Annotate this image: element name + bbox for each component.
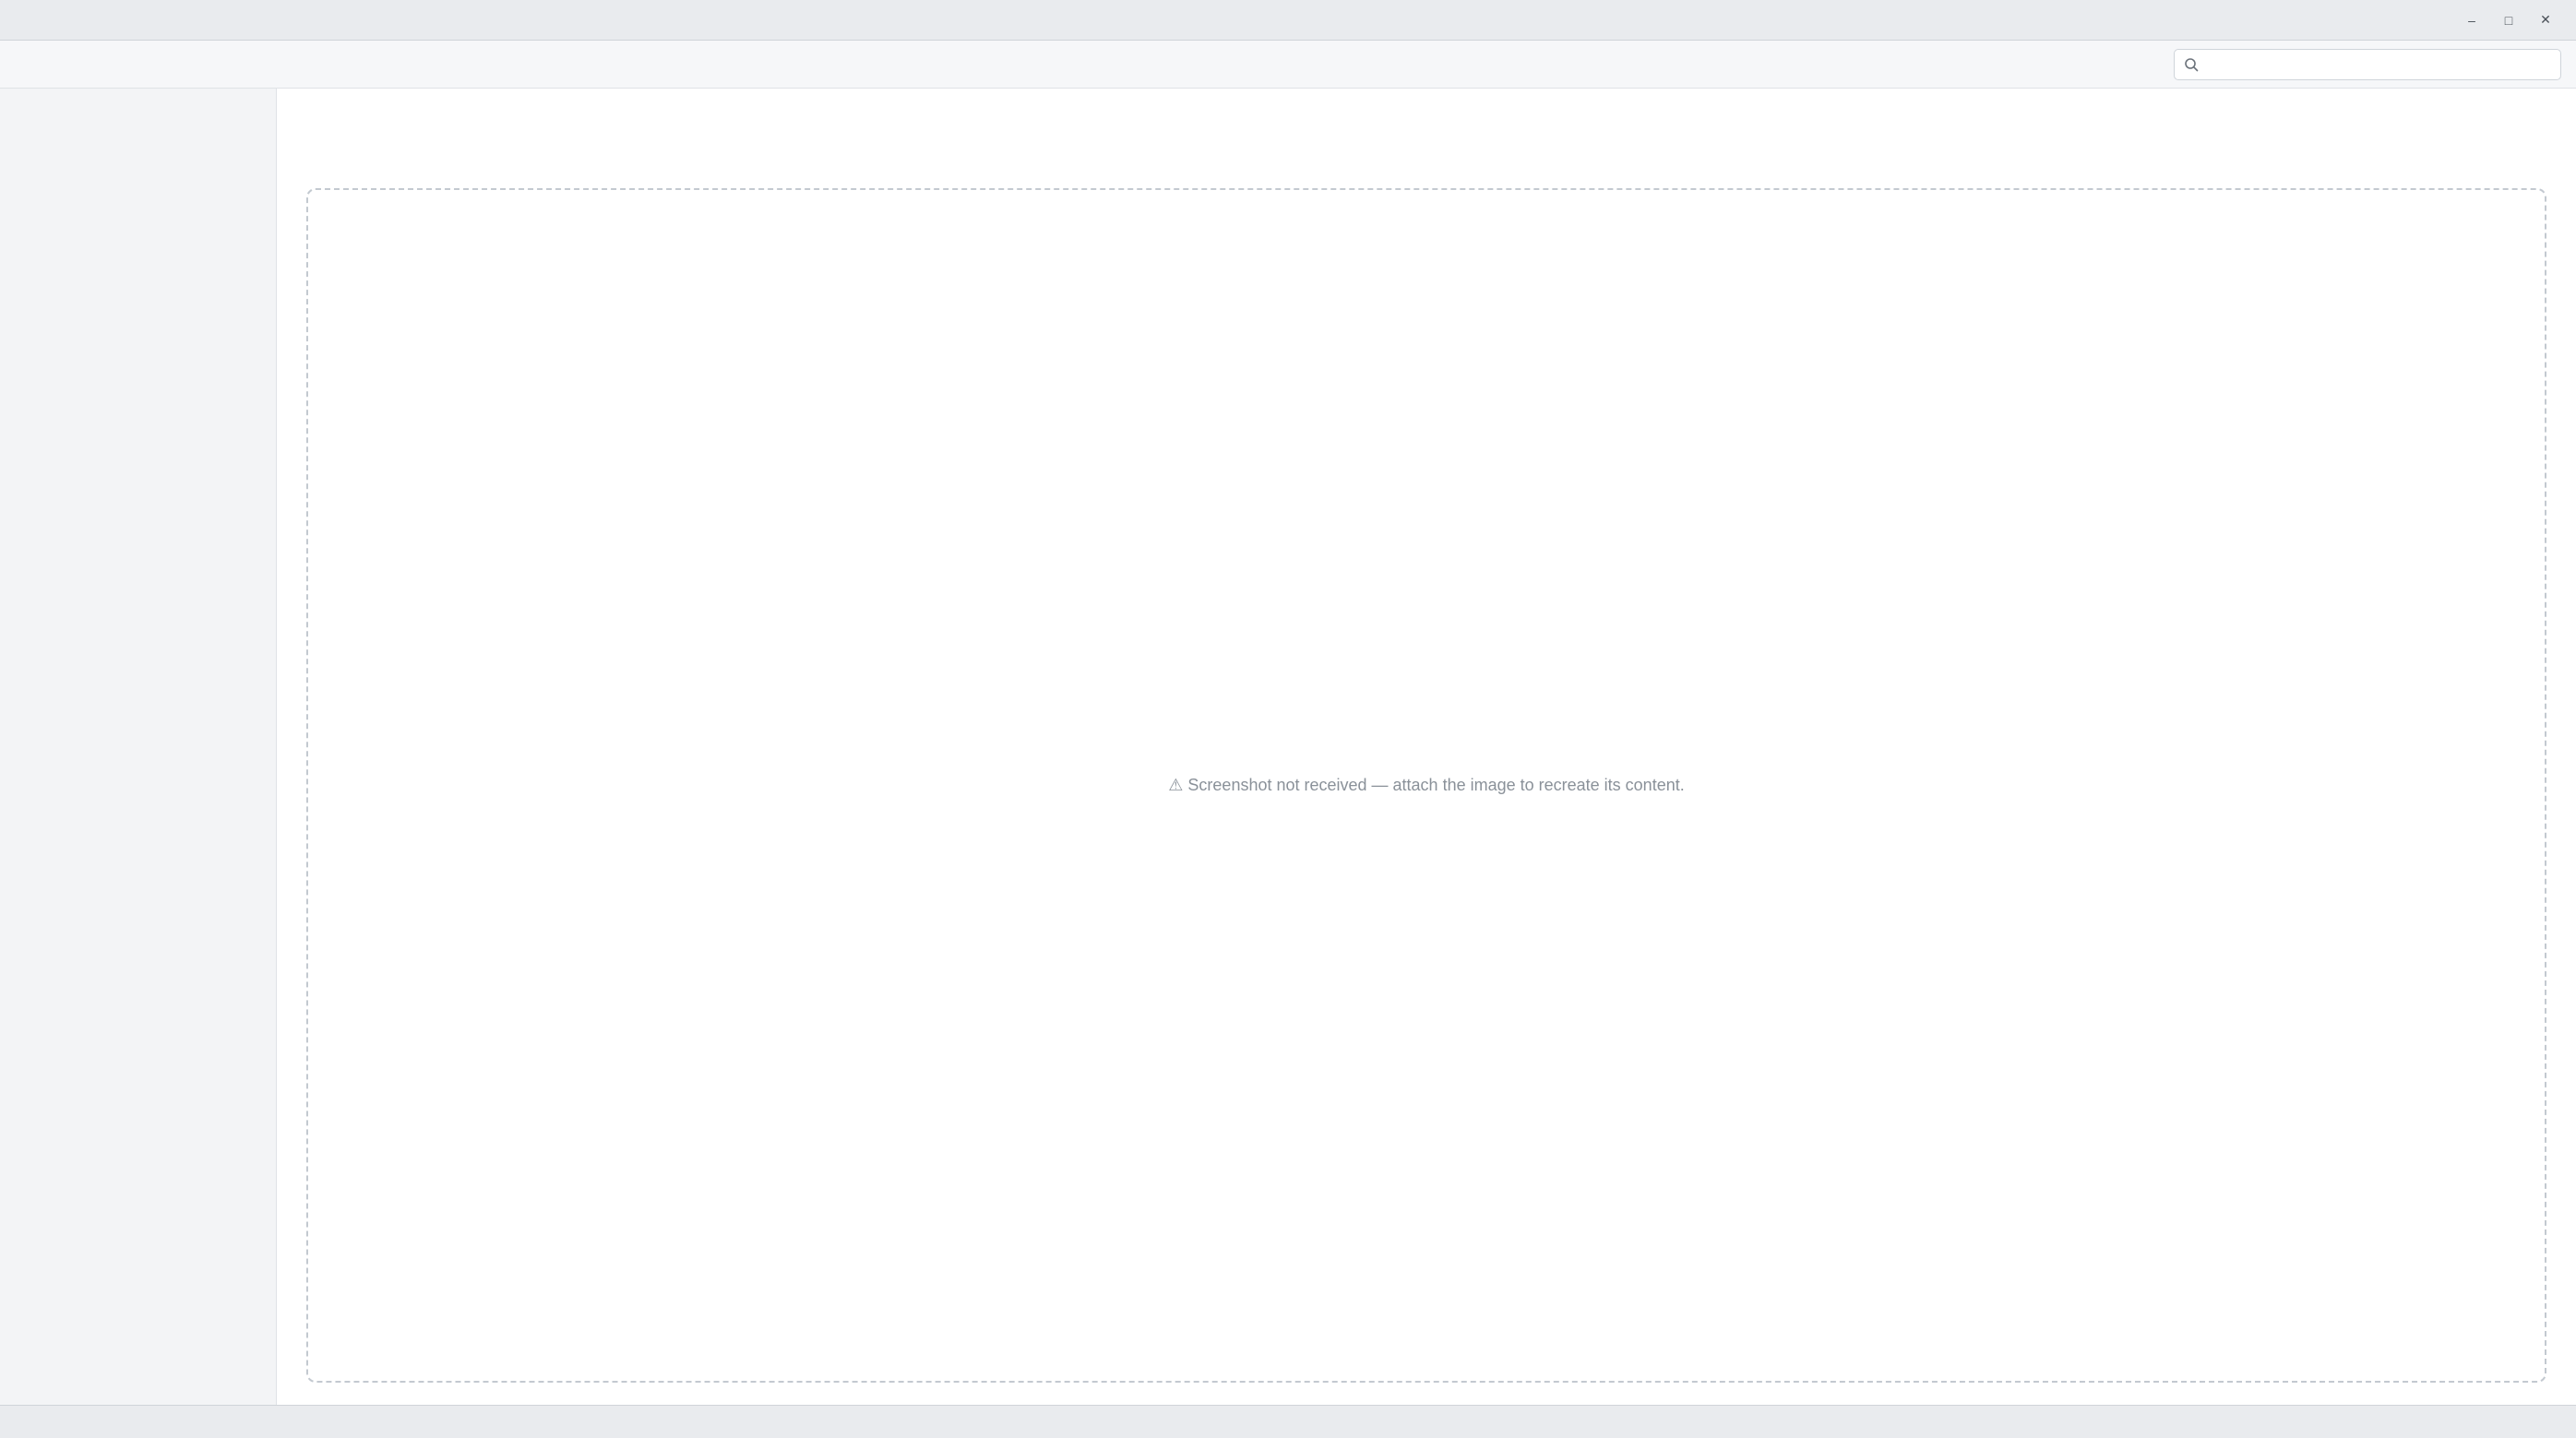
minimize-button[interactable]: – [2456, 7, 2487, 33]
main-panel: ⚠︎ Screenshot not received — attach the … [277, 89, 2576, 1405]
minimize-icon: – [2468, 12, 2475, 28]
maximize-button[interactable]: □ [2493, 7, 2524, 33]
sidebar-heading [9, 101, 267, 114]
sidebar [0, 89, 277, 1405]
title-bar: – □ ✕ [0, 0, 2576, 41]
close-icon: ✕ [2540, 12, 2551, 27]
status-bar [0, 1405, 2576, 1438]
window-controls: – □ ✕ [2456, 7, 2561, 33]
close-button[interactable]: ✕ [2530, 7, 2561, 33]
search-icon [2184, 57, 2199, 72]
page-title [306, 144, 2546, 172]
maximize-icon: □ [2504, 12, 2513, 28]
search-box[interactable] [2174, 48, 2561, 80]
breadcrumb [306, 111, 2546, 127]
content-area: ⚠︎ Screenshot not received — attach the … [0, 89, 2576, 1405]
toolbar [0, 41, 2576, 89]
content-placeholder: ⚠︎ Screenshot not received — attach the … [306, 188, 2546, 1383]
image-missing-notice: ⚠︎ Screenshot not received — attach the … [1168, 776, 1685, 794]
search-input[interactable] [2206, 55, 2551, 73]
